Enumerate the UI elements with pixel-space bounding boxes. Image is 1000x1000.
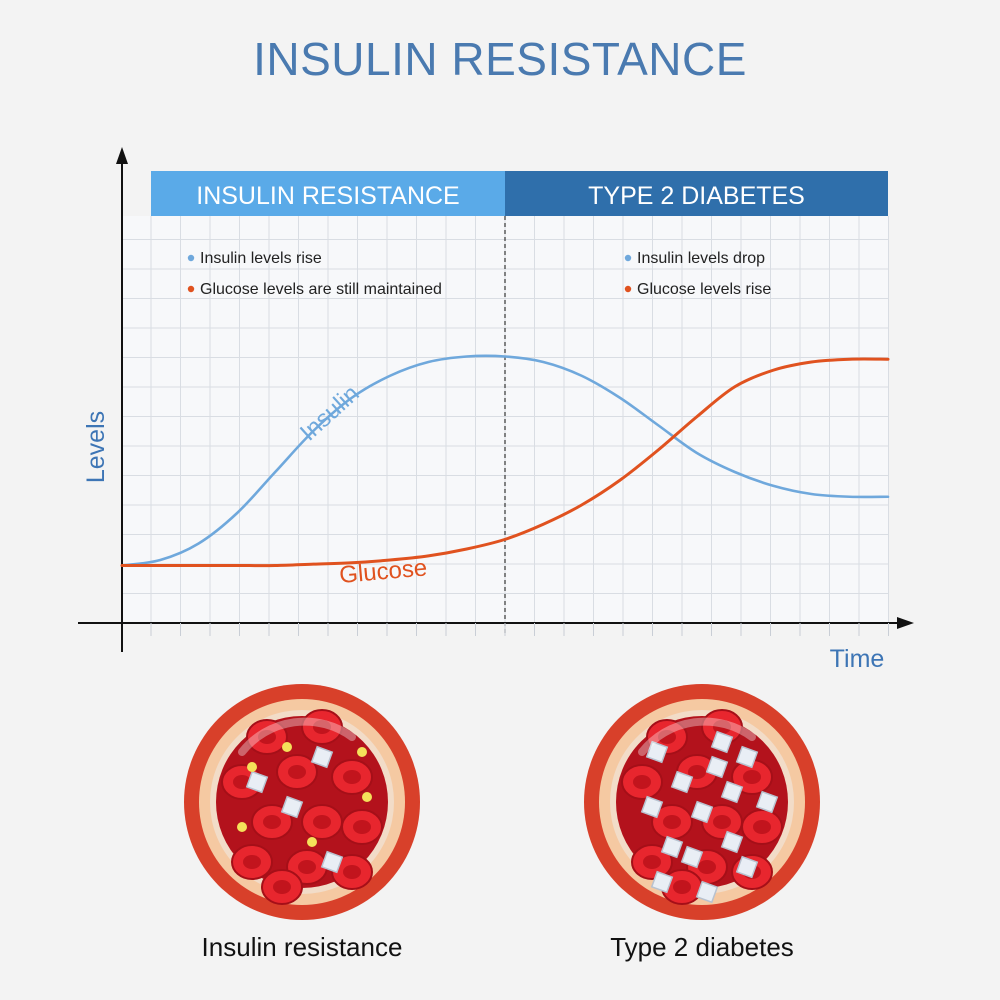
red-blood-cell-center [273,880,291,894]
y-axis-arrow-icon [116,147,128,164]
glucose-crystal [650,870,674,894]
red-blood-cell-center [698,860,716,874]
annotation-bullet-left-0 [187,254,195,262]
insulin-resistance-vessel-icon [184,684,420,920]
red-blood-cell-center [743,770,761,784]
phase-header-label-0: INSULIN RESISTANCE [196,182,459,210]
x-axis-label: Time [830,645,885,673]
red-blood-cell-center [658,730,676,744]
insulin-molecule [362,792,372,802]
phase-header-0 [151,171,505,216]
red-blood-cell-center [713,815,731,829]
y-axis-label: Levels [82,411,110,483]
glucose-crystal [720,780,744,804]
red-blood-cell-center [313,720,331,734]
glucose-crystal [695,880,719,904]
levels-chart: INSULIN RESISTANCE TYPE 2 DIABETES Levels… [78,147,914,673]
glucose-crystal [280,795,304,819]
series-line-insulin [120,354,890,567]
red-blood-cell-center [313,815,331,829]
glucose-crystal [690,800,714,824]
red-blood-cell-center [353,820,371,834]
red-blood-cell-center [673,880,691,894]
phase-header-label-1: TYPE 2 DIABETES [588,182,805,210]
phase-header-1 [505,171,888,216]
annotation-text-right-1: Glucose levels rise [637,281,771,298]
glucose-crystal [680,845,704,869]
vessel-highlight [238,717,356,756]
vessel-highlight [638,717,756,756]
insulin-molecule [357,747,367,757]
red-blood-cell-center [263,815,281,829]
glucose-crystal [310,745,334,769]
red-blood-cell-center [258,730,276,744]
annotation-bullet-right-1 [624,285,632,293]
annotation-bullet-left-1 [187,285,195,293]
page-title: INSULIN RESISTANCE [253,33,747,85]
red-blood-cell-center [663,815,681,829]
glucose-crystal [735,855,759,879]
glucose-crystal [245,770,269,794]
glucose-crystal [755,790,779,814]
red-blood-cell-center [298,860,316,874]
red-blood-cell-center [713,720,731,734]
glucose-crystal [320,850,344,874]
red-blood-cell-center [243,855,261,869]
annotation-text-left-0: Insulin levels rise [200,250,322,267]
insulin-resistance-caption: Insulin resistance [201,932,403,962]
x-axis-arrow-icon [897,617,914,629]
red-blood-cell-center [753,820,771,834]
glucose-crystal [720,830,744,854]
glucose-crystal [670,770,694,794]
red-blood-cell-center [643,855,661,869]
red-blood-cell-center [688,765,706,779]
phase-headers: INSULIN RESISTANCE TYPE 2 DIABETES [151,171,888,633]
annotation-text-right-0: Insulin levels drop [637,250,765,267]
insulin-molecule [247,762,257,772]
insulin-molecule [282,742,292,752]
annotation-text-left-1: Glucose levels are still maintained [200,281,442,298]
red-blood-cell-center [343,770,361,784]
type-2-diabetes-vessel-icon [584,684,820,920]
glucose-crystal [640,795,664,819]
insulin-molecule [237,822,247,832]
glucose-crystal [645,740,669,764]
red-blood-cell-center [633,775,651,789]
red-blood-cell-center [288,765,306,779]
glucose-crystal [735,745,759,769]
red-blood-cell-center [343,865,361,879]
series-line-glucose [120,357,890,568]
glucose-crystal [710,730,734,754]
glucose-crystal [660,835,684,859]
insulin-molecule [307,837,317,847]
glucose-crystal [705,755,729,779]
annotation-bullet-right-0 [624,254,632,262]
type-2-diabetes-caption: Type 2 diabetes [610,932,794,962]
